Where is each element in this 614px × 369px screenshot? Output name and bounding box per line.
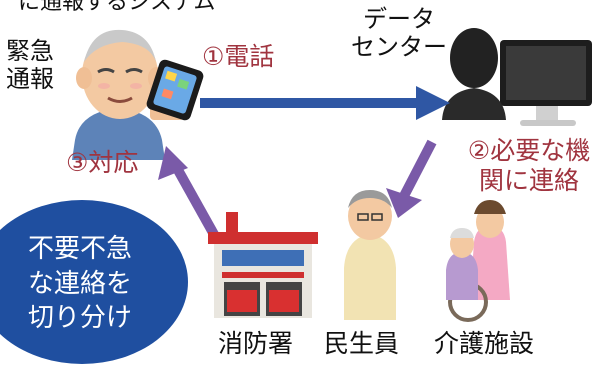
- data-center-line1: データ: [363, 5, 435, 33]
- emergency-report-label: 緊急 通報: [6, 37, 54, 93]
- step2-line2: 関に連絡: [478, 166, 579, 195]
- step2-contact-label: ②必要な機 関に連絡: [448, 136, 610, 196]
- bubble-line2: な連絡を: [27, 268, 132, 299]
- emergency-report-line1: 緊急: [6, 37, 54, 65]
- care-facility-label: 介護施設: [434, 329, 535, 358]
- care-facility-illustration: [446, 200, 510, 322]
- welfare-commissioner-illustration: [344, 190, 396, 320]
- fire-station-illustration: [208, 212, 318, 318]
- welfare-commissioner-label: 民生員: [324, 329, 400, 358]
- response-arrow: [158, 146, 221, 241]
- note-bubble: [0, 200, 188, 364]
- step2-line1: ②必要な機: [467, 136, 591, 165]
- data-center-line2: センター: [351, 32, 447, 61]
- operator-illustration: [442, 28, 592, 126]
- top-left-partial-label: に通報するシステム: [18, 0, 216, 15]
- call-arrow: [200, 86, 450, 120]
- step3-response-label: ③対応: [66, 148, 139, 177]
- note-bubble-text: 不要不急 な連絡を 切り分け: [2, 232, 158, 336]
- emergency-report-line2: 通報: [6, 64, 54, 93]
- bubble-line3: 切り分け: [27, 303, 132, 334]
- contact-arrow: [386, 139, 437, 218]
- bubble-line1: 不要不急: [27, 234, 132, 264]
- fire-station-label: 消防署: [218, 329, 294, 358]
- elderly-caller-illustration: [72, 29, 204, 160]
- step1-call-label: ①電話: [202, 42, 275, 71]
- data-center-label: データ センター: [344, 5, 454, 61]
